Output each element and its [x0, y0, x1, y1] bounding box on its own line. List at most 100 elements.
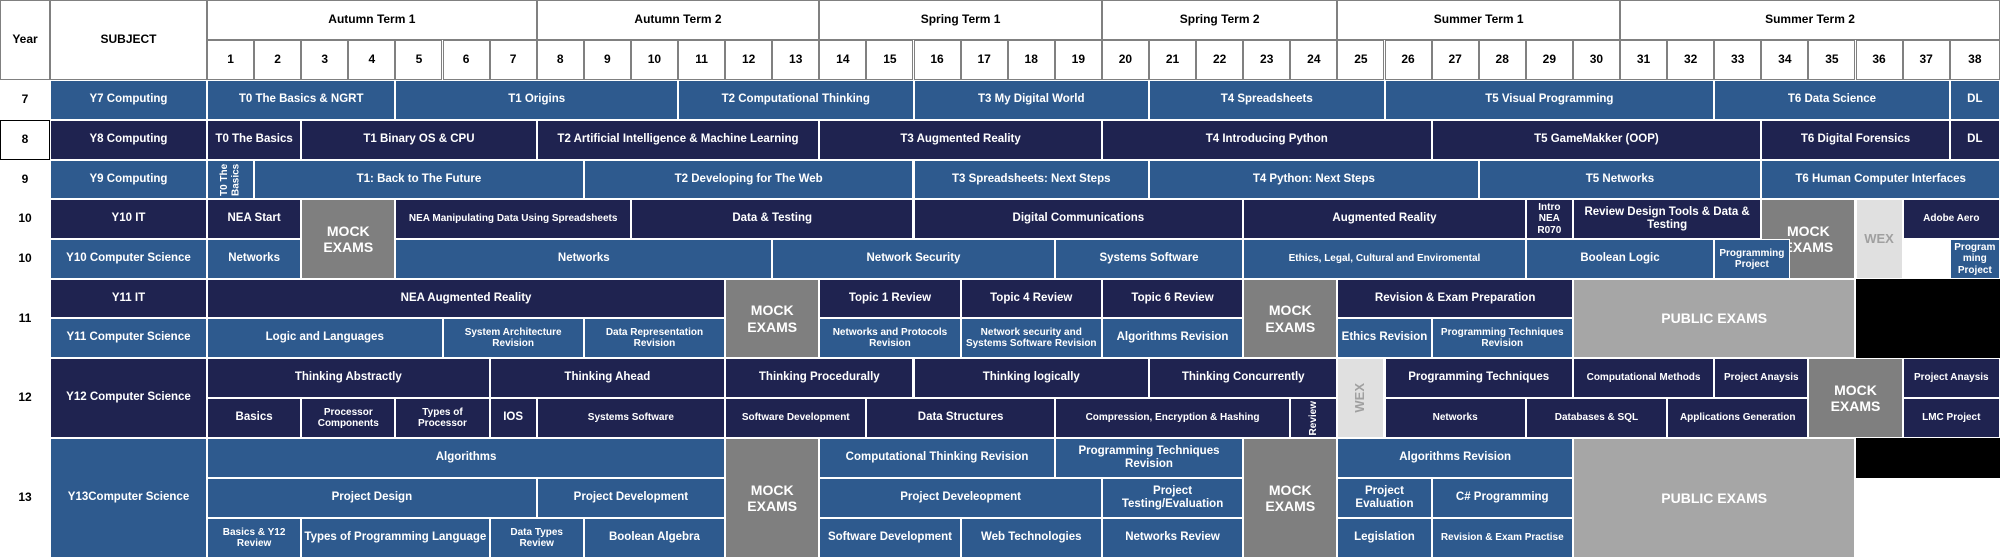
week-number: 4	[348, 40, 396, 80]
unit-cell: Software Development	[819, 518, 961, 558]
unit-cell: Computational Methods	[1572, 358, 1715, 398]
week-number: 31	[1620, 40, 1668, 80]
unit-cell: Types of Processor	[395, 398, 490, 438]
unit-cell: Computational Thinking Revision	[819, 438, 1055, 478]
term-header: Spring Term 2	[1101, 0, 1338, 40]
unit-cell: Networks Review	[1101, 518, 1244, 558]
unit-cell: Legislation	[1337, 518, 1432, 558]
unit-cell: Basics & Y12 Review	[207, 518, 302, 558]
unit-cell: Review Design Tools & Data & Testing	[1572, 199, 1762, 239]
unit-cell: Network security and Systems Software Re…	[960, 318, 1102, 358]
unit-cell: Data Representation Revision	[583, 318, 726, 358]
unit-cell: Networks	[395, 239, 773, 279]
year-label: 12	[0, 358, 50, 438]
mock-exams-block: MOCK EXAMS	[1243, 279, 1338, 358]
public-exams-block: PUBLIC EXAMS	[1572, 279, 1856, 358]
unit-cell: Boolean Algebra	[583, 518, 726, 558]
unit-cell: Review	[1290, 398, 1338, 438]
term-header: Spring Term 1	[819, 0, 1102, 40]
subject-label: Y11 IT	[50, 279, 207, 318]
unit-cell: Intro NEA R070	[1525, 199, 1573, 239]
unit-cell: Project Evaluation	[1337, 478, 1432, 518]
unit-cell: Revision & Exam Practise	[1431, 518, 1573, 558]
unit-cell: T4 Introducing Python	[1101, 120, 1432, 160]
unit-cell: Project Anaysis	[1714, 358, 1809, 398]
unit-cell: DL	[1949, 120, 2000, 160]
year-label: 10	[0, 239, 50, 279]
unit-cell: Data Structures	[866, 398, 1055, 438]
subject-label: Y10 Computer Science	[50, 239, 207, 279]
term-header: Summer Term 1	[1337, 0, 1620, 40]
week-number: 12	[725, 40, 773, 80]
unit-cell: Types of Programming Language	[301, 518, 490, 558]
week-number: 10	[630, 40, 678, 80]
week-number: 25	[1337, 40, 1385, 80]
mock-exams-block: MOCK EXAMS	[725, 438, 820, 558]
unit-cell: T2 Developing for The Web	[583, 160, 914, 199]
unit-cell: Thinking logically	[913, 358, 1149, 398]
week-number: 18	[1007, 40, 1055, 80]
unit-cell: Boolean Logic	[1525, 239, 1715, 279]
unit-cell: Data Types Review	[489, 518, 584, 558]
unit-cell: Databases & SQL	[1525, 398, 1668, 438]
unit-cell: T1 Binary OS & CPU	[301, 120, 537, 160]
unit-cell: Data & Testing	[630, 199, 914, 239]
unit-cell: NEA Augmented Reality	[207, 279, 726, 318]
unit-cell: T6 Human Computer Interfaces	[1761, 160, 2000, 199]
unit-cell: Programming Techniques Revision	[1054, 438, 1244, 478]
unit-cell: Networks	[1384, 398, 1526, 438]
subject-label: Y13Computer Science	[50, 438, 207, 558]
unit-cell: T0 The Basics & NGRT	[207, 80, 396, 120]
week-number: 11	[678, 40, 726, 80]
unit-cell: Augmented Reality	[1243, 199, 1526, 239]
week-number: 32	[1667, 40, 1715, 80]
unit-cell: Project Design	[207, 478, 537, 518]
week-number: 8	[536, 40, 584, 80]
week-number: 23	[1243, 40, 1291, 80]
unit-cell: Topic 4 Review	[960, 279, 1102, 318]
subject-label: Y7 Computing	[50, 80, 207, 120]
public-exams-block: PUBLIC EXAMS	[1572, 438, 1856, 558]
week-number: 36	[1855, 40, 1903, 80]
unit-cell: DL	[1949, 80, 2000, 120]
unit-cell: Applications Generation	[1667, 398, 1809, 438]
year-label: 13	[0, 438, 50, 558]
unit-cell: Algorithms	[207, 438, 726, 478]
year-label: 10	[0, 199, 50, 239]
unit-cell: Project Development	[536, 478, 726, 518]
week-number: 7	[489, 40, 537, 80]
unit-cell: T1 Origins	[395, 80, 678, 120]
unit-cell: Topic 1 Review	[819, 279, 961, 318]
week-number: 17	[960, 40, 1008, 80]
unit-cell: T4 Spreadsheets	[1149, 80, 1385, 120]
unit-cell: Ethics Revision	[1337, 318, 1432, 358]
week-number: 9	[583, 40, 631, 80]
week-number: 16	[913, 40, 961, 80]
unit-cell: T6 Data Science	[1714, 80, 1950, 120]
unit-cell: T5 Visual Programming	[1384, 80, 1715, 120]
unit-cell: Thinking Concurrently	[1149, 358, 1338, 398]
unit-cell: Web Technologies	[960, 518, 1102, 558]
week-number: 24	[1290, 40, 1338, 80]
unit-cell: Thinking Procedurally	[725, 358, 914, 398]
unit-cell: Revision & Exam Preparation	[1337, 279, 1573, 318]
week-number: 6	[442, 40, 490, 80]
year-label: 8	[0, 120, 50, 160]
unit-cell: T0 The Basics	[207, 160, 255, 199]
unit-cell: IOS	[489, 398, 537, 438]
week-number: 22	[1196, 40, 1244, 80]
unit-cell: Project Testing/Evaluation	[1101, 478, 1244, 518]
unit-cell: Ethics, Legal, Cultural and Enviromental	[1243, 239, 1526, 279]
unit-cell: T3 Spreadsheets: Next Steps	[913, 160, 1149, 199]
black-filler	[1855, 438, 2000, 478]
week-number: 27	[1431, 40, 1479, 80]
unit-cell: T5 GameMakker (OOP)	[1431, 120, 1762, 160]
term-header: Summer Term 2	[1620, 0, 2000, 40]
unit-cell: T3 Augmented Reality	[819, 120, 1102, 160]
unit-cell: NEA Manipulating Data Using Spreadsheets	[395, 199, 631, 239]
unit-cell: Software Development	[725, 398, 867, 438]
unit-cell: Basics	[207, 398, 302, 438]
week-number: 28	[1478, 40, 1526, 80]
mock-exams-block: MOCK EXAMS	[1243, 438, 1338, 558]
